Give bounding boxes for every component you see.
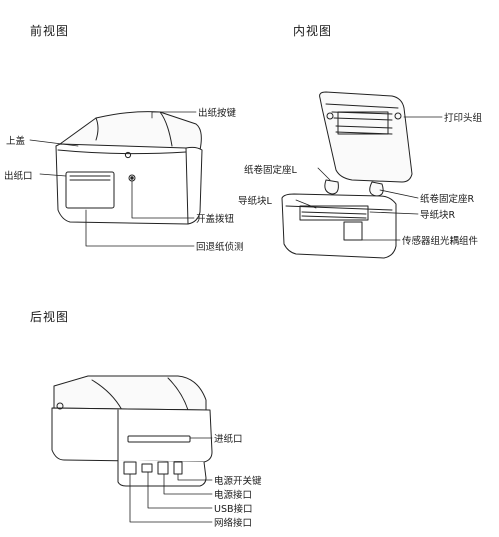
front-paper-exit-slot xyxy=(65,171,115,209)
label-top-cover: 上盖 xyxy=(6,136,26,147)
rear-view-printer xyxy=(51,375,213,487)
rear-power-port xyxy=(157,461,169,475)
label-feed-button: 出纸按键 xyxy=(198,108,237,119)
rear-lower-panel xyxy=(117,459,207,487)
front-feed-button xyxy=(124,151,132,159)
inner-leader-lines xyxy=(295,116,443,241)
label-sensor-assembly: 传感器组光耦组件 xyxy=(402,236,479,247)
rear-usb-port xyxy=(141,463,153,473)
inner-roll-holder-left xyxy=(324,179,339,195)
front-view-printer xyxy=(55,111,203,225)
inner-view-title: 内视图 xyxy=(293,24,333,38)
rear-leader-lines xyxy=(129,437,213,523)
label-network-port: 网络接口 xyxy=(214,518,253,529)
rear-paper-entry-slot xyxy=(127,435,191,443)
label-guide-r: 导纸块R xyxy=(420,210,456,221)
label-guide-l: 导纸块L xyxy=(238,196,272,207)
inner-paper-path xyxy=(299,205,369,221)
label-roll-holder-l: 纸卷固定座L xyxy=(244,165,297,176)
front-leader-lines xyxy=(29,111,197,247)
rear-base xyxy=(51,407,213,463)
label-backfeed-sensor: 回退纸侦测 xyxy=(196,242,244,253)
label-paper-exit: 出纸口 xyxy=(4,171,33,182)
inner-open-cover xyxy=(319,91,413,183)
label-power-switch: 电源开关键 xyxy=(214,476,262,487)
front-base-shape xyxy=(55,143,203,225)
label-paper-entry: 进纸口 xyxy=(214,434,243,445)
label-power-port: 电源接口 xyxy=(214,490,253,501)
rear-top-cover xyxy=(53,375,207,411)
inner-base xyxy=(281,193,397,259)
label-print-head: 打印头组 xyxy=(444,113,483,124)
rear-view-title: 后视图 xyxy=(30,310,70,324)
label-usb-port: USB接口 xyxy=(214,504,253,515)
inner-print-head xyxy=(337,111,389,135)
front-view-title: 前视图 xyxy=(30,24,70,38)
rear-side-knob xyxy=(56,402,64,410)
inner-roll-holder-right xyxy=(369,181,384,197)
label-cover-release: 开盖拨钮 xyxy=(196,214,235,225)
label-roll-holder-r: 纸卷固定座R xyxy=(420,194,475,205)
inner-view-printer xyxy=(281,91,413,259)
